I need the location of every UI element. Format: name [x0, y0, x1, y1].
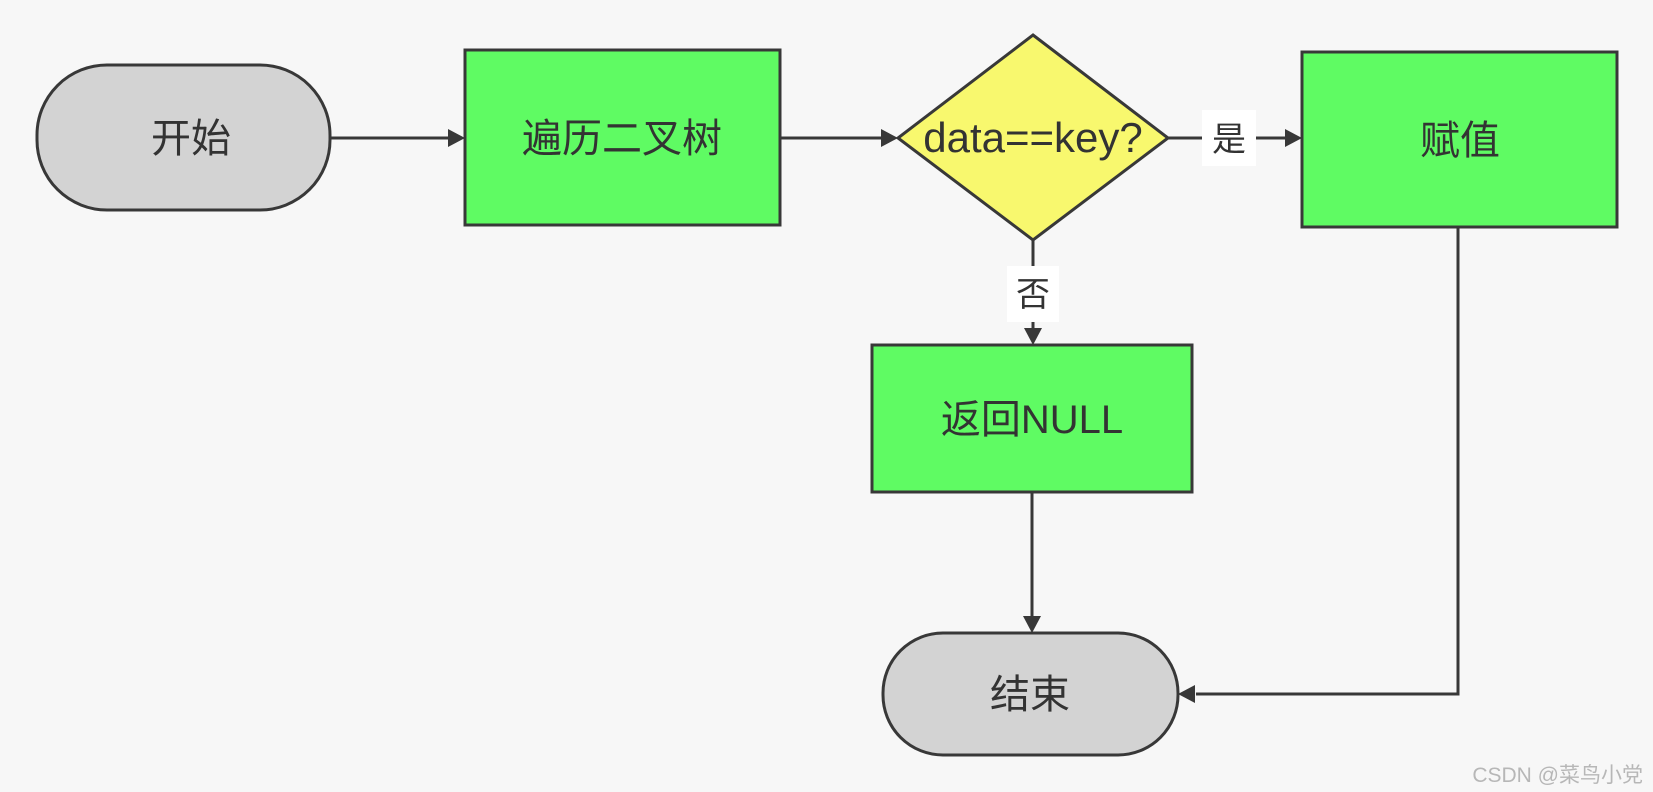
arrowhead-right-icon [448, 129, 465, 147]
arrowhead-right-icon [881, 129, 898, 147]
start-label: 开始 [151, 117, 231, 161]
return-null-label: 返回NULL [941, 398, 1123, 442]
node-start: 开始 [35, 63, 332, 212]
no-label-chip [1007, 266, 1059, 322]
decision-diamond-shape [895, 33, 1171, 242]
edge-label-yes: 是 [1202, 110, 1256, 166]
start-terminator-shape [35, 63, 332, 212]
node-end: 结束 [881, 631, 1180, 757]
arrowhead-left-icon [1178, 685, 1195, 703]
arrowhead-down-icon [1024, 328, 1042, 345]
decision-label: data==key? [923, 114, 1143, 161]
node-return-null: 返回NULL [870, 343, 1194, 494]
node-traverse: 遍历二叉树 [463, 48, 782, 227]
no-label: 否 [1016, 276, 1050, 314]
traverse-label: 遍历二叉树 [522, 117, 722, 161]
edge-returnnull-to-end [1023, 492, 1041, 633]
edge-traverse-to-decision [780, 129, 898, 147]
arrowhead-down-icon [1023, 616, 1041, 633]
end-label: 结束 [990, 673, 1070, 717]
assign-label: 赋值 [1420, 119, 1500, 163]
arrowhead-right-icon [1285, 129, 1302, 147]
node-decision: data==key? [895, 33, 1171, 242]
traverse-process-shape [463, 48, 782, 227]
edge-elbow-line [1196, 227, 1460, 696]
edge-label-no: 否 [1007, 266, 1059, 322]
edge-start-to-traverse [330, 129, 465, 147]
return-null-process-shape [870, 343, 1194, 494]
edge-assign-to-end [1178, 227, 1460, 703]
assign-process-shape [1300, 50, 1619, 229]
node-assign: 赋值 [1300, 50, 1619, 229]
yes-label: 是 [1212, 121, 1246, 159]
watermark: CSDN @菜鸟小党 [1472, 764, 1643, 787]
yes-label-chip [1202, 110, 1256, 166]
end-terminator-shape [881, 631, 1180, 757]
